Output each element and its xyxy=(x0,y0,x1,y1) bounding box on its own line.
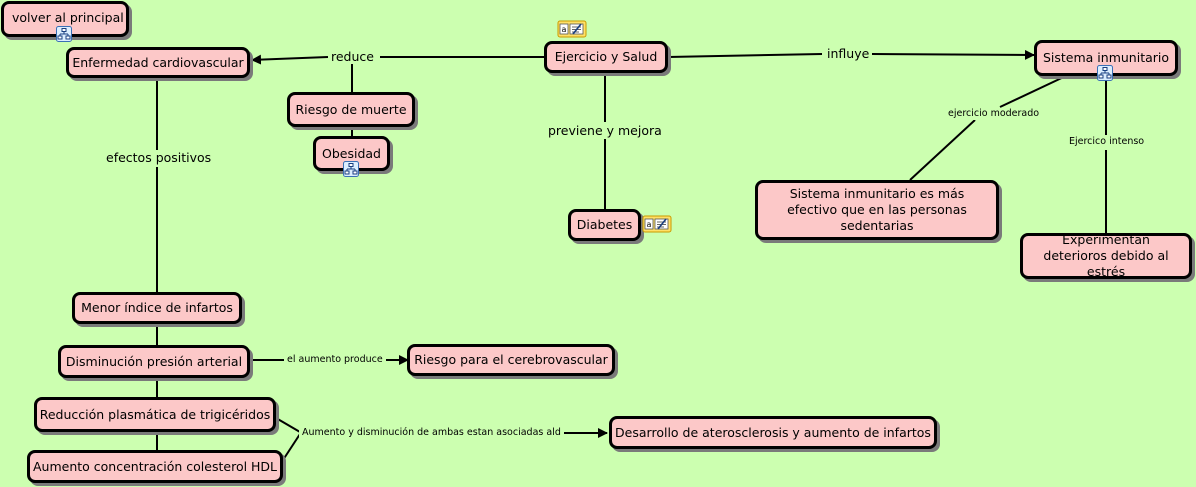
node-enfermedad-cardiovascular[interactable]: Enfermedad cardiovascular xyxy=(66,47,250,78)
link-aumento-disminucion-asociadas[interactable]: Aumento y disminución de ambas estan aso… xyxy=(299,427,564,439)
concept-map-icon[interactable] xyxy=(343,161,359,177)
svg-text:a: a xyxy=(647,220,652,229)
svg-text:a: a xyxy=(562,25,567,34)
node-aumento-colesterol-hdl[interactable]: Aumento concentración colesterol HDL xyxy=(27,450,283,483)
line-influye-sistema xyxy=(871,49,1035,60)
node-experimentan-deterioros[interactable]: Experimentan deterioros debido al estrés xyxy=(1020,232,1192,279)
link-el-aumento-produce[interactable]: el aumento produce xyxy=(284,354,386,366)
node-riesgo-cerebrovascular[interactable]: Riesgo para el cerebrovascular xyxy=(407,344,615,376)
note-icon[interactable]: a xyxy=(557,20,587,38)
node-ejercicio-y-salud[interactable]: Ejercicio y Salud xyxy=(544,41,668,73)
node-disminucion-presion-arterial[interactable]: Disminución presión arterial xyxy=(58,345,250,378)
line-reduccion-asociadas xyxy=(275,417,301,433)
note-icon[interactable]: a xyxy=(642,215,672,233)
line-aumento-asociadas xyxy=(282,433,301,461)
line-sistema-moderado xyxy=(999,74,1069,108)
node-diabetes[interactable]: Diabetes xyxy=(568,209,641,241)
concept-map-icon[interactable] xyxy=(1097,65,1113,81)
node-sistema-inmunitario-efectivo[interactable]: Sistema inmunitario es más efectivo que … xyxy=(755,180,999,240)
line-reduce-enfermedad xyxy=(251,54,329,65)
link-efectos-positivos[interactable]: efectos positivos xyxy=(103,150,215,165)
line-ejercicio-influye xyxy=(667,53,823,58)
link-ejercico-intenso[interactable]: Ejercico intenso xyxy=(1066,136,1148,148)
line-moderado-efectivo xyxy=(909,119,976,181)
link-ejercicio-moderado[interactable]: ejercicio moderado xyxy=(945,108,1043,120)
node-obesidad[interactable]: Obesidad xyxy=(313,136,390,171)
concept-map-icon[interactable] xyxy=(56,26,72,42)
link-reduce[interactable]: reduce xyxy=(328,49,377,64)
node-volver-al-principal[interactable]: volver al principal xyxy=(1,1,129,37)
node-menor-indice-infartos[interactable]: Menor índice de infartos xyxy=(72,292,242,324)
link-influye[interactable]: influye xyxy=(824,46,873,61)
link-previene-y-mejora[interactable]: previene y mejora xyxy=(545,123,665,138)
node-desarrollo-aterosclerosis[interactable]: Desarrollo de aterosclerosis y aumento d… xyxy=(609,416,937,449)
node-riesgo-de-muerte[interactable]: Riesgo de muerte xyxy=(287,92,415,127)
node-reduccion-trigliceridos[interactable]: Reducción plasmática de trigicéridos xyxy=(34,397,276,432)
